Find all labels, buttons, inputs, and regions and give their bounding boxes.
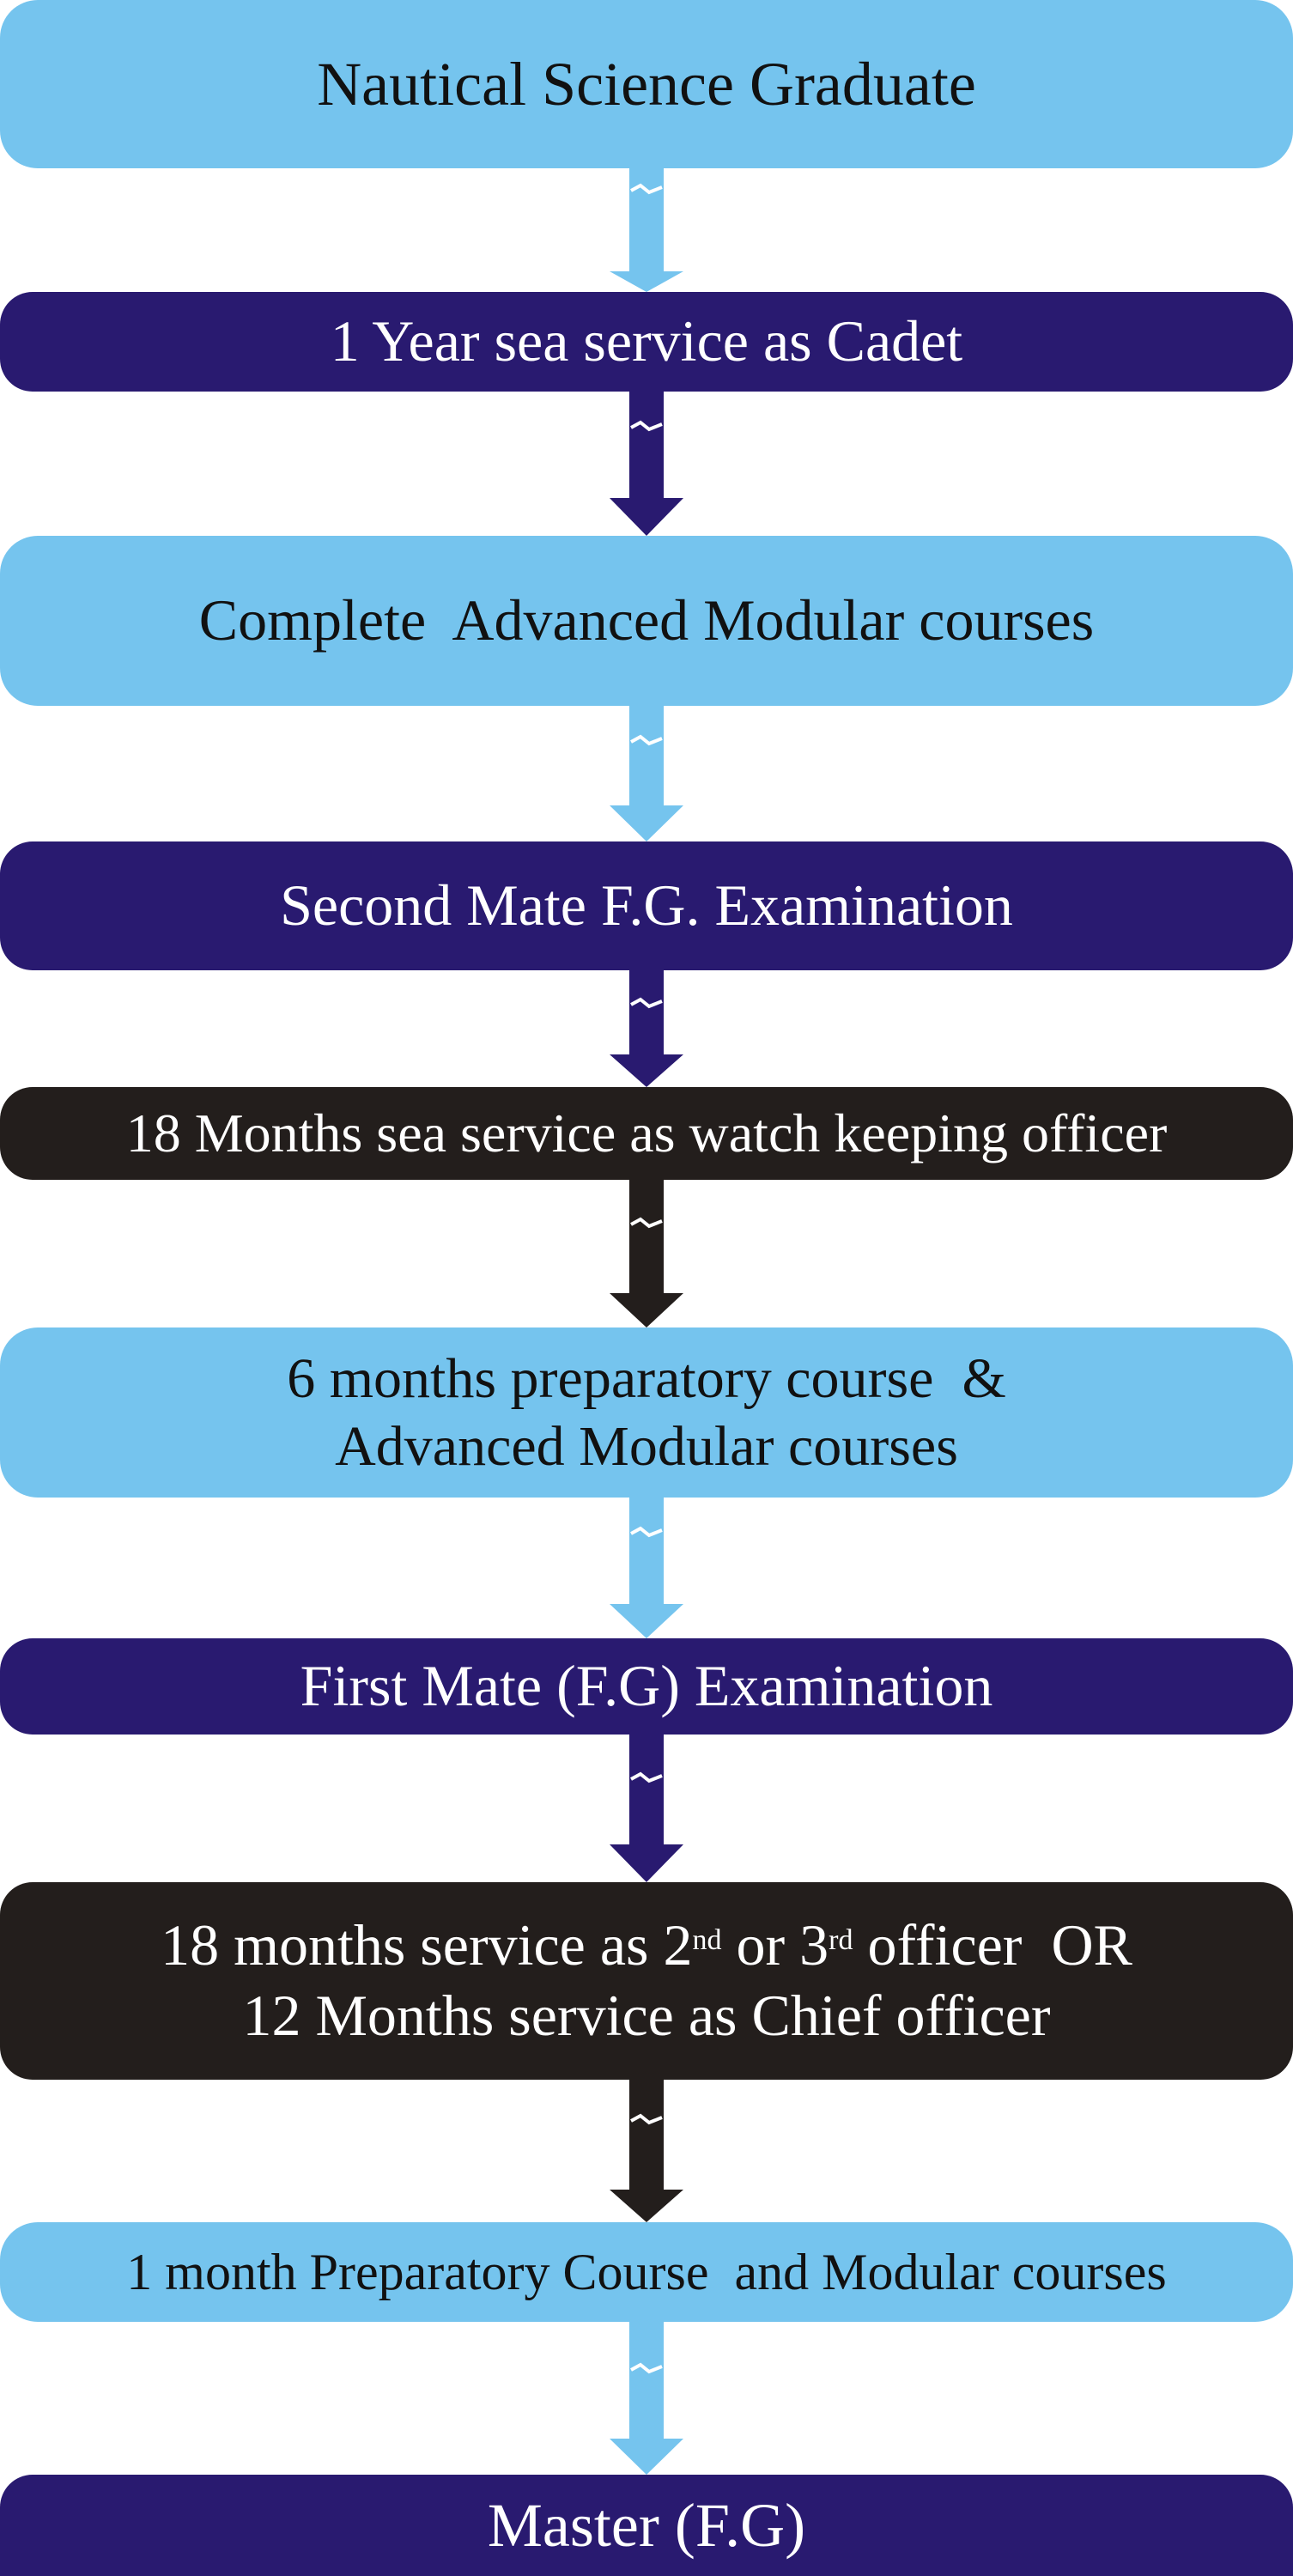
step-advanced-modular-courses: Complete Advanced Modular courses: [0, 536, 1293, 706]
flow-arrow: [610, 970, 683, 1087]
step-label: Master (F.G): [487, 2490, 806, 2560]
step-second-mate-exam: Second Mate F.G. Examination: [0, 841, 1293, 970]
step-watch-keeping-service: 18 Months sea service as watch keeping o…: [0, 1087, 1293, 1180]
step-label: Complete Advanced Modular courses: [198, 587, 1095, 653]
step-preparatory-course-1-month: 1 month Preparatory Course and Modular c…: [0, 2222, 1293, 2322]
ordinal-suffix: rd: [829, 1923, 853, 1956]
text-fragment: officer OR: [853, 1912, 1132, 1978]
step-label: Nautical Science Graduate: [317, 49, 976, 118]
flow-arrow: [610, 1735, 683, 1882]
ordinal-suffix: nd: [692, 1923, 722, 1956]
flow-arrow: [610, 2080, 683, 2222]
text-fragment: 18 months service as 2: [161, 1912, 693, 1978]
flow-arrow: [610, 2322, 683, 2475]
step-label-line-2: 12 Months service as Chief officer: [242, 1983, 1051, 2048]
text-fragment: or 3: [721, 1912, 829, 1978]
flow-arrow: [610, 706, 683, 841]
step-master: Master (F.G): [0, 2475, 1293, 2576]
step-officer-service: 18 months service as 2nd or 3rd officer …: [0, 1882, 1293, 2080]
step-nautical-science-graduate: Nautical Science Graduate: [0, 0, 1293, 168]
step-label-line-2: Advanced Modular courses: [335, 1415, 958, 1478]
flow-arrow: [610, 168, 683, 292]
step-cadet-sea-service: 1 Year sea service as Cadet: [0, 292, 1293, 392]
step-label: 1 month Preparatory Course and Modular c…: [126, 2244, 1167, 2300]
step-first-mate-exam: First Mate (F.G) Examination: [0, 1638, 1293, 1735]
step-label-line-1: 6 months preparatory course &: [287, 1346, 1006, 1410]
flow-arrow: [610, 1180, 683, 1327]
flow-arrow: [610, 1498, 683, 1638]
flow-arrow: [610, 392, 683, 536]
step-label: First Mate (F.G) Examination: [300, 1653, 993, 1719]
step-label: Second Mate F.G. Examination: [280, 872, 1013, 939]
step-label: 18 Months sea service as watch keeping o…: [125, 1102, 1168, 1163]
step-preparatory-course-6-months: 6 months preparatory course & Advanced M…: [0, 1327, 1293, 1498]
step-label: 1 Year sea service as Cadet: [330, 308, 963, 374]
step-label-line-1: 18 months service as 2nd or 3rd officer …: [161, 1911, 1132, 1981]
